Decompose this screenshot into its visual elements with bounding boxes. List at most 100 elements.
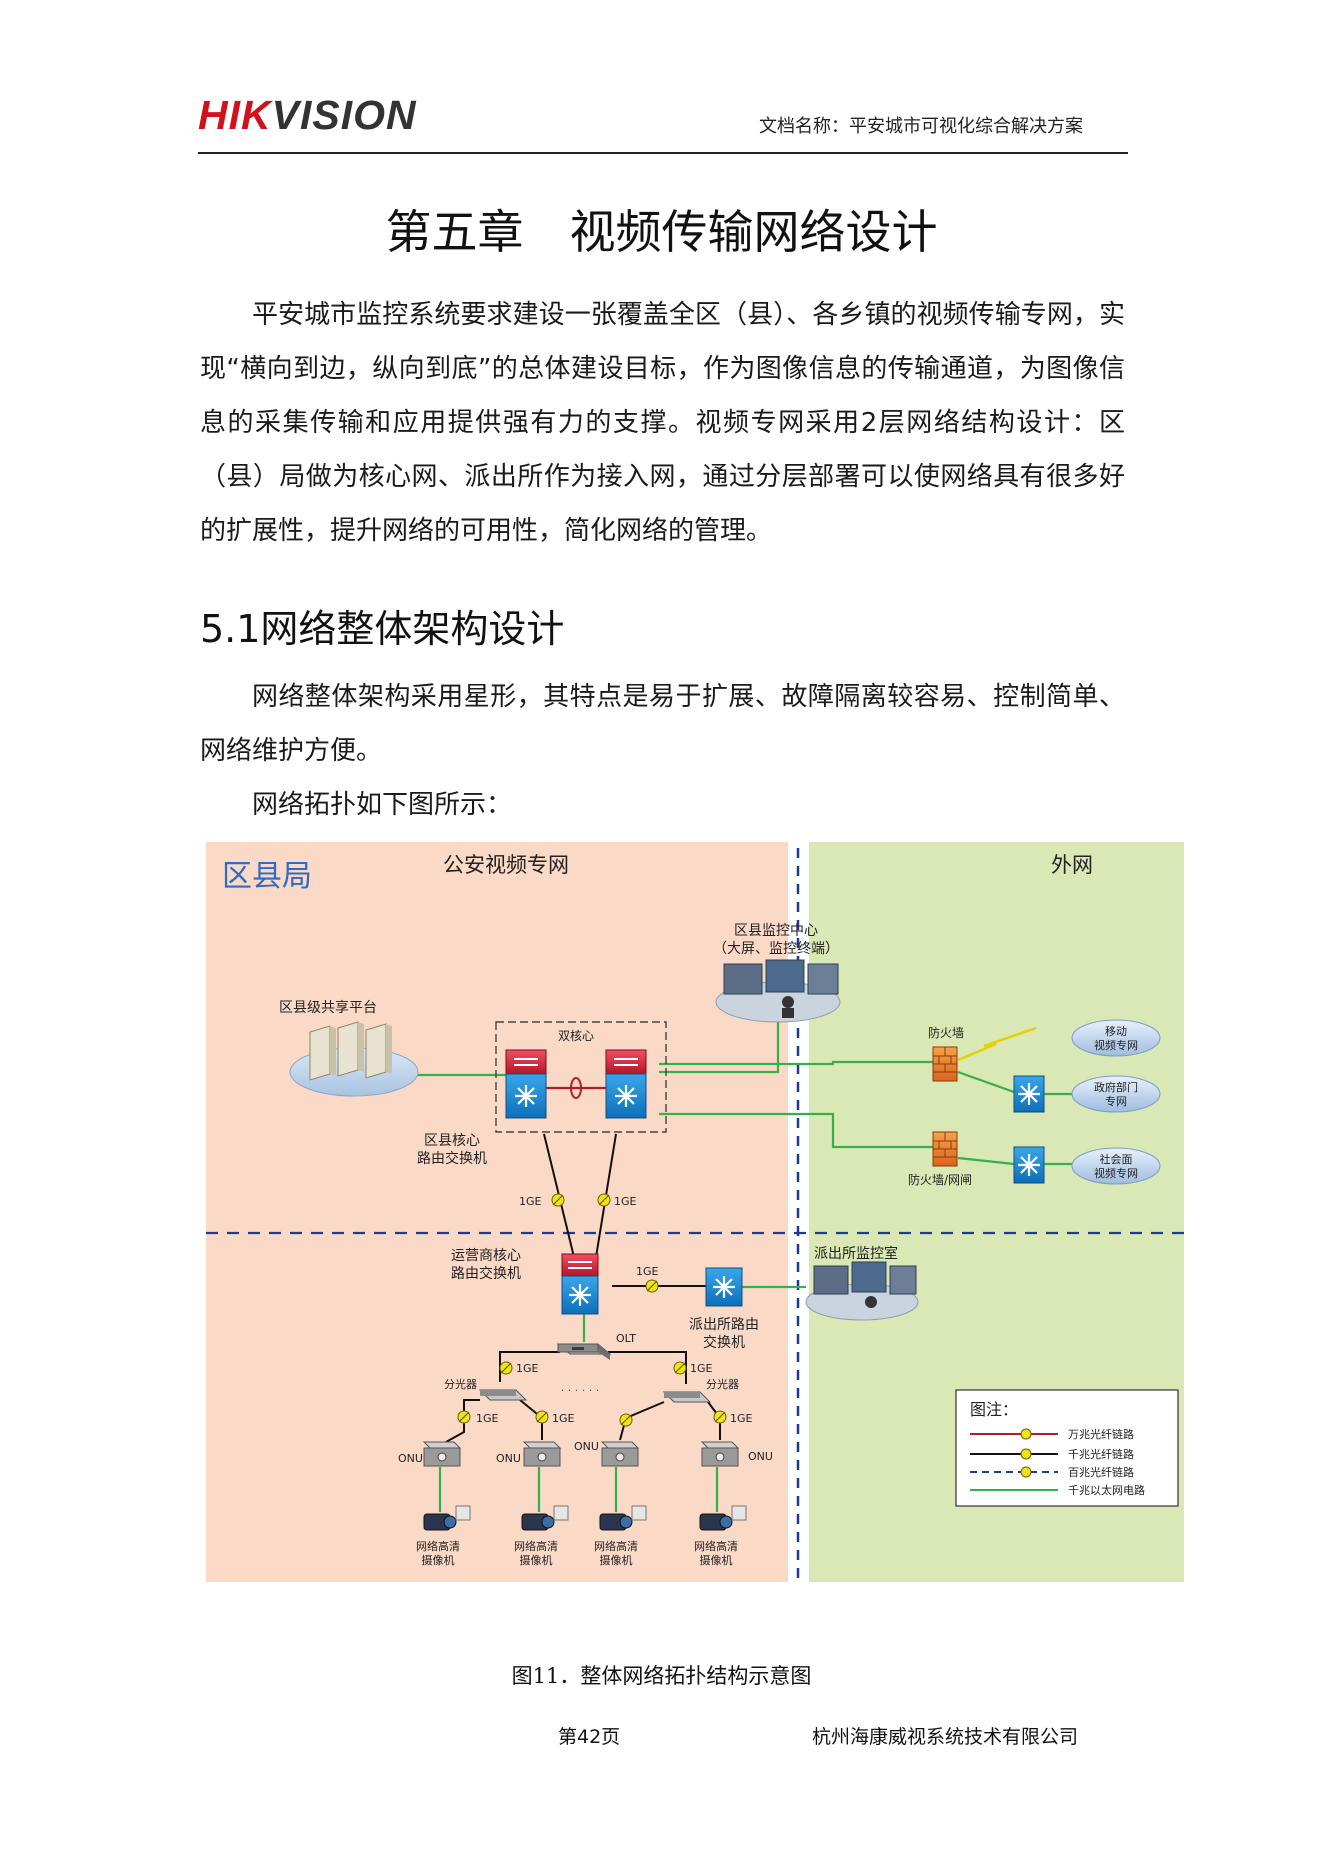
- label-monitor-center: 区县监控中心: [734, 923, 818, 939]
- share-platform-servers: [289, 1021, 419, 1097]
- camera-4-icon: [699, 1505, 747, 1531]
- social-network-oval: 社会面 视频专网: [1071, 1147, 1161, 1185]
- label-camera-3-line2: 摄像机: [600, 1553, 633, 1567]
- splitter-right: [662, 1391, 712, 1403]
- link-marker-core-left: [551, 1193, 565, 1207]
- label-dual-core: 双核心: [558, 1029, 594, 1043]
- link-marker-station: [645, 1279, 659, 1293]
- label-1ge-olt-left: 1GE: [516, 1362, 539, 1375]
- label-monitor-center-sub: （大屏、监控终端）: [713, 941, 839, 957]
- firewall-1-icon: [932, 1046, 958, 1082]
- camera-2-icon: [521, 1505, 569, 1531]
- label-1ge-core-right: 1GE: [614, 1195, 637, 1208]
- label-station-switch-line2: 交换机: [703, 1334, 745, 1351]
- document-name: 文档名称：平安城市可视化综合解决方案: [759, 116, 1083, 137]
- label-camera-3-line1: 网络高清: [594, 1539, 638, 1553]
- network-topology-diagram: 区县局 公安视频专网 外网: [206, 842, 1184, 1582]
- onu-3: [600, 1441, 640, 1467]
- figure-caption: 图11．整体网络拓扑结构示意图: [511, 1664, 812, 1688]
- label-camera-1-line2: 摄像机: [422, 1553, 455, 1567]
- mobile-network-oval: 移动 视频专网: [1071, 1019, 1161, 1057]
- label-police-video-network: 公安视频专网: [443, 853, 569, 877]
- page-header: HIKVISION 文档名称：平安城市可视化综合解决方案: [198, 86, 1128, 154]
- label-onu-2: ONU: [496, 1452, 521, 1465]
- dual-core-frame: [495, 1021, 667, 1133]
- legend-item-100m: 百兆光纤链路: [1068, 1465, 1134, 1479]
- label-1ge-split-1: 1GE: [476, 1412, 499, 1425]
- onu-4: [700, 1441, 740, 1467]
- label-continuation-dots: · · · · · ·: [561, 1384, 599, 1397]
- station-switch-icon: [705, 1267, 743, 1307]
- label-1ge-olt-right: 1GE: [690, 1362, 713, 1375]
- link-marker-split-4: [713, 1410, 727, 1424]
- label-onu-4: ONU: [748, 1450, 773, 1463]
- core-switch-left: [505, 1049, 547, 1119]
- label-onu-3: ONU: [574, 1440, 599, 1453]
- label-camera-4-line1: 网络高清: [694, 1539, 738, 1553]
- camera-1-icon: [423, 1505, 471, 1531]
- label-core-switch-line1: 区县核心: [424, 1133, 480, 1149]
- label-district-bureau: 区县局: [222, 859, 312, 894]
- label-mobile-line1: 移动: [1105, 1025, 1127, 1038]
- label-onu-1: ONU: [398, 1452, 423, 1465]
- logo-vision: VISION: [271, 92, 417, 138]
- onu-2: [522, 1441, 562, 1467]
- section-paragraph-block: 网络整体架构采用星形，其特点是易于扩展、故障隔离较容易、控制简单、网络维护方便。…: [200, 670, 1125, 832]
- wireless-link-icon: [957, 1026, 1037, 1062]
- link-marker-core-right: [597, 1193, 611, 1207]
- label-external-network: 外网: [1051, 853, 1093, 877]
- label-camera-2-line2: 摄像机: [520, 1553, 553, 1567]
- logo-hik: HIK: [198, 92, 272, 138]
- page-number: 第42页: [558, 1726, 621, 1748]
- label-olt: OLT: [616, 1332, 636, 1345]
- core-switch-right: [605, 1049, 647, 1119]
- diagram-legend: 图注： 万兆光纤链路 千兆光纤链路 百兆光纤链路 千兆以太网电路: [955, 1389, 1179, 1507]
- label-social-line2: 视频专网: [1094, 1166, 1138, 1180]
- firewall-2-icon: [932, 1131, 958, 1167]
- label-station-switch-line1: 派出所路由: [689, 1317, 759, 1333]
- legend-item-10g: 万兆光纤链路: [1068, 1427, 1134, 1441]
- label-firewall-2: 防火墙/网闸: [908, 1172, 972, 1187]
- onu-1: [422, 1441, 462, 1467]
- label-mobile-line2: 视频专网: [1094, 1038, 1138, 1052]
- intro-paragraph: 平安城市监控系统要求建设一张覆盖全区（县）、各乡镇的视频传输专网，实现“横向到边…: [200, 300, 1125, 546]
- section-paragraph-2: 网络拓扑如下图所示：: [252, 790, 513, 820]
- gov-switch-icon: [1013, 1075, 1045, 1113]
- label-camera-2-line1: 网络高清: [514, 1539, 558, 1553]
- link-marker-olt-right: [673, 1361, 687, 1375]
- company-name: 杭州海康威视系统技术有限公司: [812, 1726, 1079, 1748]
- monitor-center-screens: [715, 959, 841, 1023]
- label-carrier-switch-line2: 路由交换机: [451, 1265, 521, 1282]
- chapter-title: 第五章 视频传输网络设计: [385, 205, 938, 259]
- label-camera-4-line2: 摄像机: [700, 1553, 733, 1567]
- legend-title: 图注：: [970, 1400, 1018, 1419]
- label-gov-line1: 政府部门: [1094, 1080, 1138, 1094]
- label-1ge-split-4: 1GE: [730, 1412, 753, 1425]
- section-title: 5.1网络整体架构设计: [200, 607, 565, 651]
- legend-item-1g: 千兆光纤链路: [1068, 1447, 1134, 1461]
- hikvision-logo: HIKVISION: [198, 92, 417, 139]
- splitter-left: [478, 1389, 528, 1401]
- label-carrier-switch-line1: 运营商核心: [451, 1248, 521, 1264]
- label-1ge-core-left: 1GE: [519, 1195, 542, 1208]
- label-firewall-1: 防火墙: [928, 1025, 964, 1040]
- label-gov-line2: 专网: [1105, 1094, 1127, 1108]
- section-paragraph-1: 网络整体架构采用星形，其特点是易于扩展、故障隔离较容易、控制简单、网络维护方便。: [200, 682, 1125, 766]
- link-marker-split-1: [457, 1410, 471, 1424]
- label-core-switch-line2: 路由交换机: [417, 1150, 487, 1167]
- link-marker-split-2: [535, 1410, 549, 1424]
- link-marker-olt-left: [499, 1361, 513, 1375]
- social-switch-icon: [1013, 1146, 1045, 1184]
- link-marker-split-3: [619, 1413, 633, 1427]
- station-room-screens: [805, 1261, 919, 1321]
- intro-paragraph-block: 平安城市监控系统要求建设一张覆盖全区（县）、各乡镇的视频传输专网，实现“横向到边…: [200, 288, 1125, 558]
- label-splitter-left: 分光器: [444, 1377, 477, 1391]
- carrier-core-switch: [561, 1253, 599, 1315]
- label-splitter-right: 分光器: [706, 1377, 739, 1391]
- gov-network-oval: 政府部门 专网: [1071, 1075, 1161, 1113]
- legend-item-ethernet: 千兆以太网电路: [1068, 1484, 1145, 1497]
- gigabit-ethernet-links: [404, 1022, 1081, 1512]
- private-network-region: [206, 842, 788, 1582]
- label-station-room: 派出所监控室: [814, 1245, 898, 1262]
- camera-3-icon: [599, 1505, 647, 1531]
